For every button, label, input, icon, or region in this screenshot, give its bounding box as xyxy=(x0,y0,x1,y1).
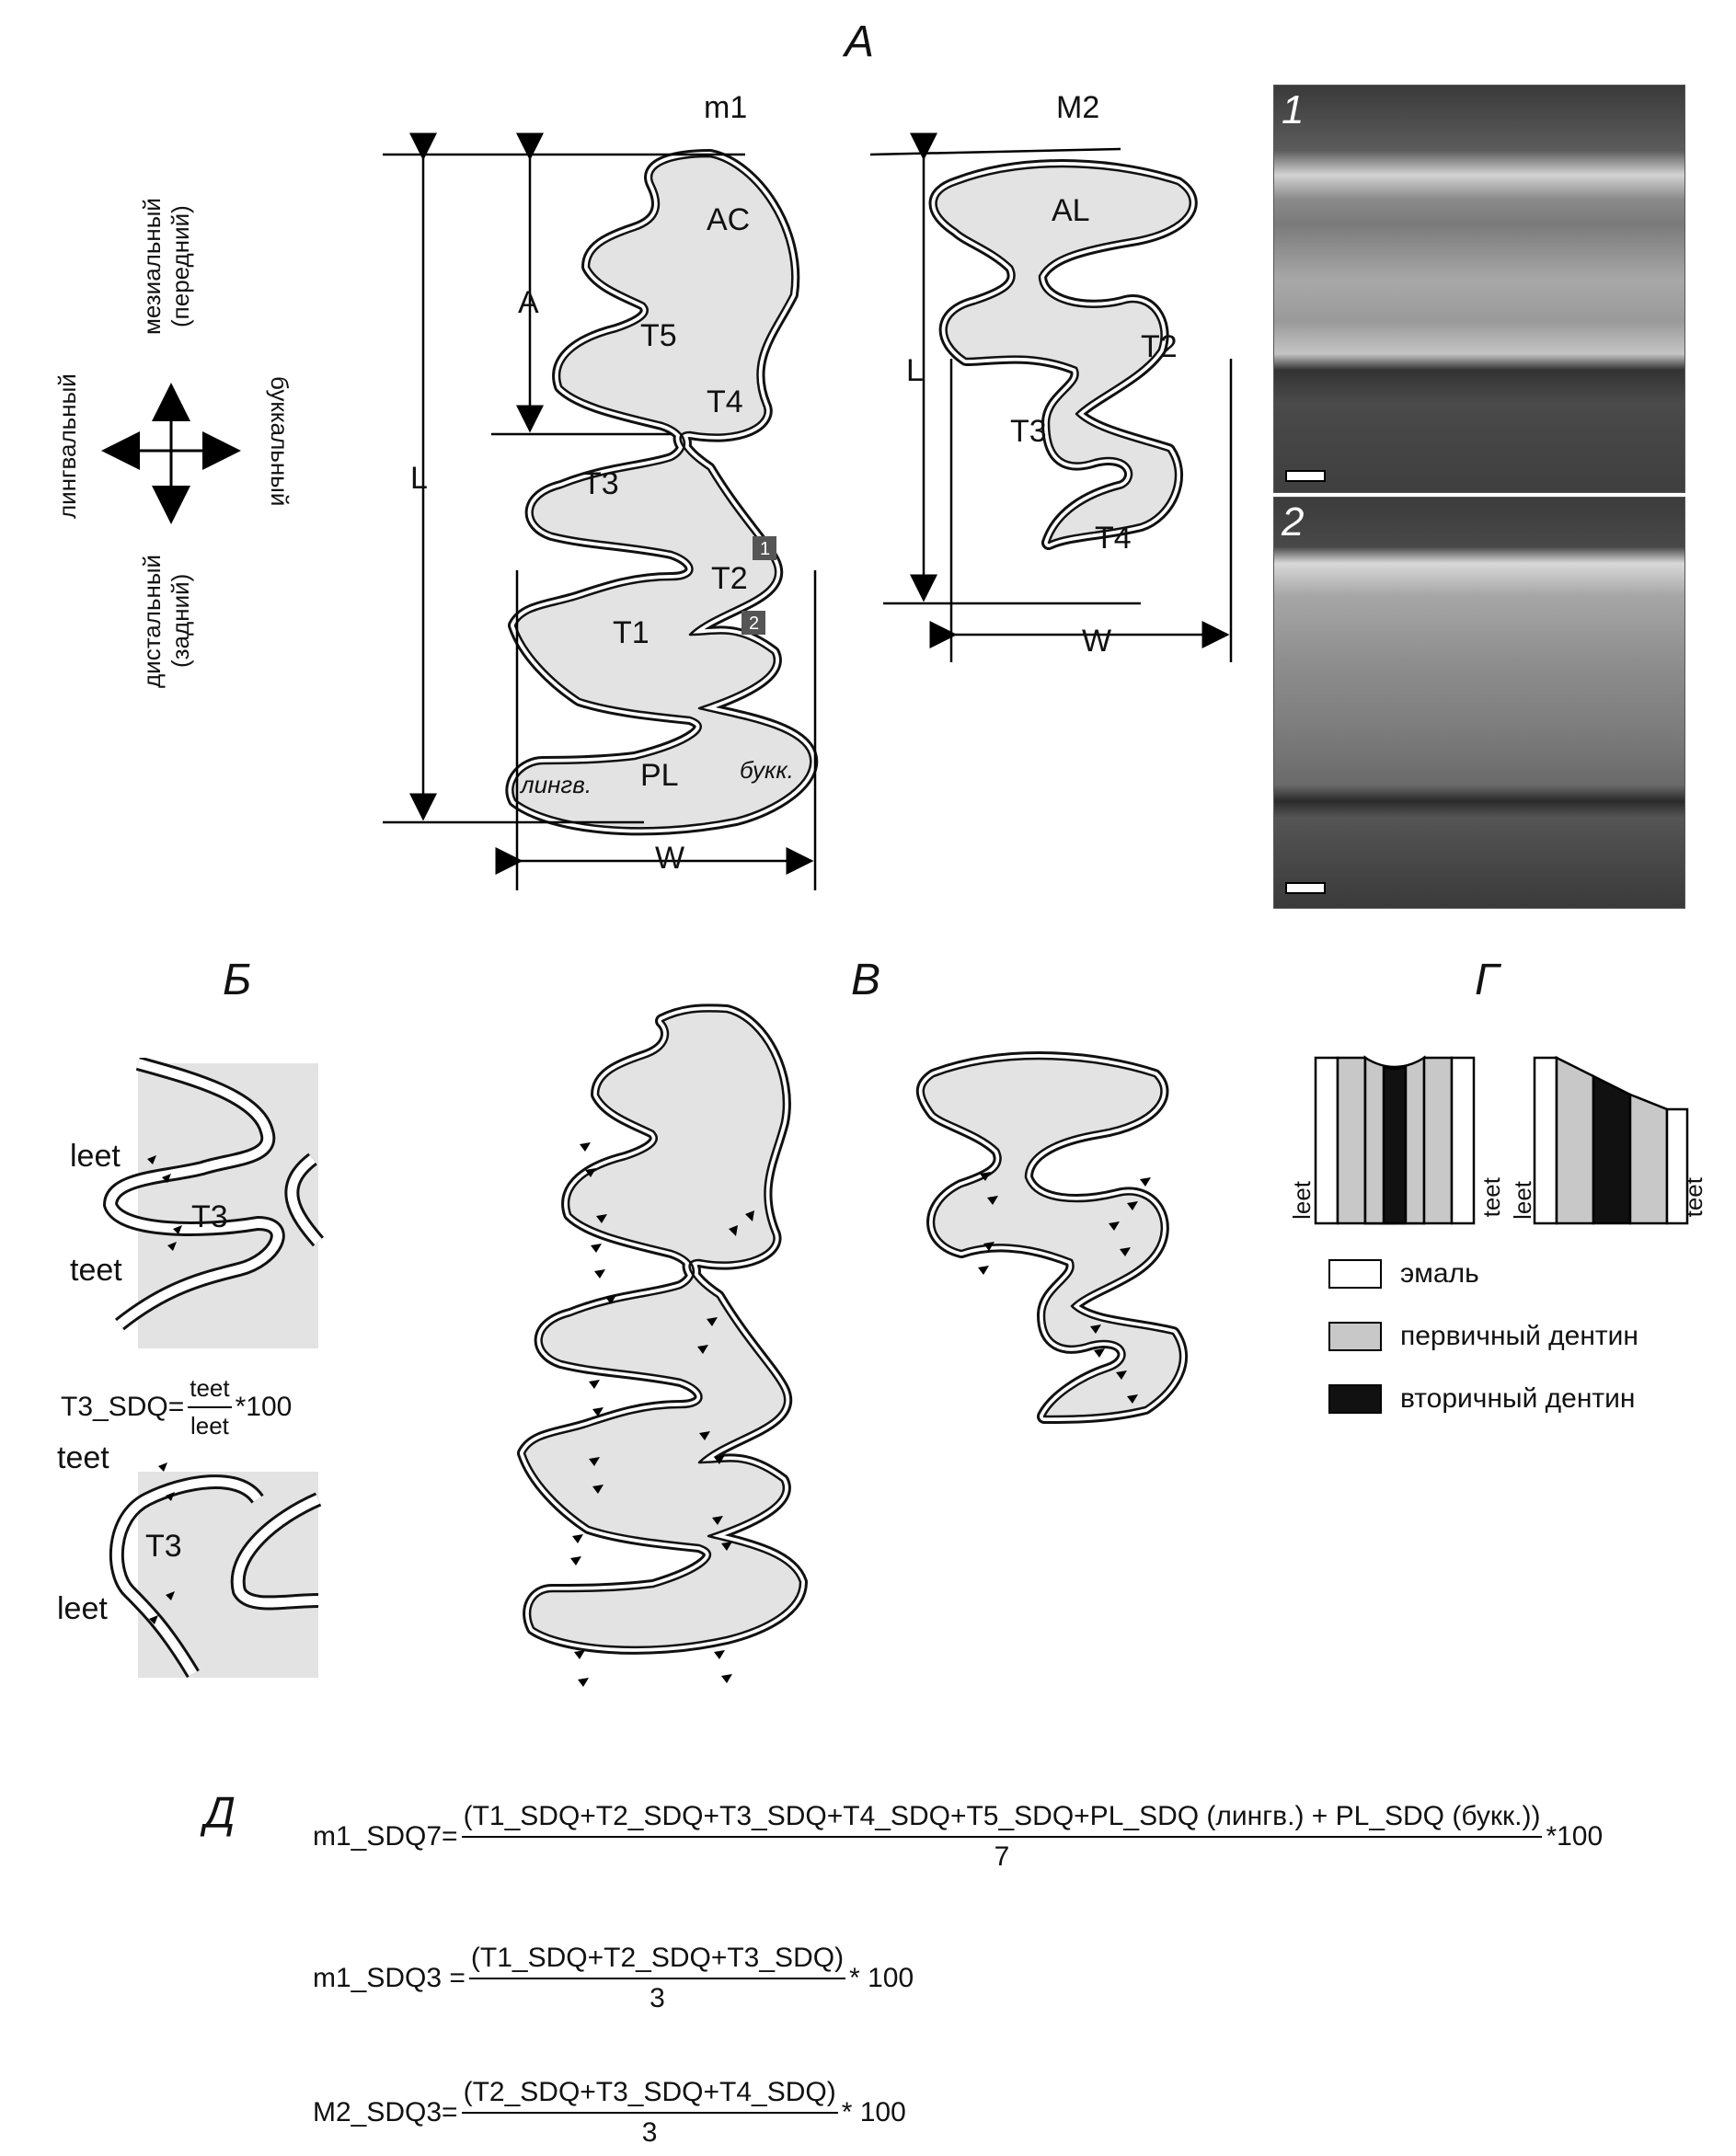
panel-label-v: В xyxy=(851,956,881,1004)
formula-m2-sdq3: M2_SDQ3= (T2_SDQ+T3_SDQ+T4_SDQ)3 * 100 xyxy=(313,2077,906,2149)
formula-rhs: *100 xyxy=(235,1392,293,1422)
m1-label-t1: T1 xyxy=(613,615,650,650)
f2-lhs: m1_SDQ3 = xyxy=(313,1963,466,1993)
enamel-schematic xyxy=(1314,1055,1689,1225)
direction-buccal: буккальный xyxy=(266,376,294,507)
m1-label-t2: T2 xyxy=(711,561,748,596)
legend-swatch-enamel xyxy=(1328,1259,1382,1289)
panel-label-a: А xyxy=(845,17,875,66)
b-bottom-t3: T3 xyxy=(145,1529,182,1564)
m1-label-pl: PL xyxy=(640,758,679,793)
m1-marker-2: 2 xyxy=(749,614,760,634)
sem-number-2: 2 xyxy=(1282,499,1305,545)
compass-arrows-icon xyxy=(101,383,241,524)
b-top-leet: leet xyxy=(70,1139,121,1174)
m1-label-t5: T5 xyxy=(640,318,677,353)
m2-label-t2: T2 xyxy=(1141,329,1178,364)
b-bottom-teet: teet xyxy=(57,1440,109,1475)
panel-label-d: Д xyxy=(204,1789,236,1838)
legend-swatch-secondary-dentine xyxy=(1328,1384,1382,1414)
f1-den: 7 xyxy=(994,1841,1010,1872)
f3-den: 3 xyxy=(641,2117,658,2148)
panel-label-g: Г xyxy=(1475,956,1500,1004)
g-right-teet-2: teet xyxy=(1680,1177,1707,1218)
formula-den: leet xyxy=(190,1412,229,1439)
formula-num: teet xyxy=(188,1374,232,1408)
direction-lingual: лингвальный xyxy=(53,373,81,519)
formula-m1-sdq3: m1_SDQ3 = (T1_SDQ+T2_SDQ+T3_SDQ) 3 * 100 xyxy=(313,1943,914,2014)
direction-distal: дистальный(задний) xyxy=(138,554,195,688)
marker-1-box xyxy=(753,536,776,560)
scale-bar-2 xyxy=(1285,882,1326,894)
sem-image-1: 1 xyxy=(1273,85,1685,493)
m1-dim-l: L xyxy=(410,461,428,496)
b-top-t3: T3 xyxy=(191,1199,228,1234)
m2-label-t4: T4 xyxy=(1095,521,1132,556)
g-left-leet-1: leet xyxy=(1288,1181,1316,1220)
f2-num: (T1_SDQ+T2_SDQ+T3_SDQ) xyxy=(468,1943,846,1979)
sem-number-1: 1 xyxy=(1282,87,1305,132)
t3-detail-bottom xyxy=(109,1462,322,1679)
m1-label-lingv: лингв. xyxy=(521,771,592,798)
m1-label-ac: AC xyxy=(707,202,751,237)
scale-bar-1 xyxy=(1285,470,1326,482)
direction-mesial: мезиальный(передний) xyxy=(138,198,195,336)
m2-label-t3: T3 xyxy=(1010,414,1047,449)
m2-dim-w: W xyxy=(1082,624,1112,659)
formula-m1-sdq7: m1_SDQ7= (T1_SDQ+T2_SDQ+T3_SDQ+T4_SDQ+T5… xyxy=(313,1801,1603,1873)
legend-item-primary-dentine: первичный дентин xyxy=(1328,1321,1638,1352)
m1-label-bukk: букк. xyxy=(740,756,794,784)
g-left-teet-1: teet xyxy=(1477,1177,1505,1218)
m2-label-al: AL xyxy=(1052,193,1090,228)
m1-dim-w: W xyxy=(655,841,685,876)
t3-detail-top xyxy=(103,1058,325,1348)
m1-label-t3: T3 xyxy=(582,466,619,501)
legend-label-enamel: эмаль xyxy=(1400,1258,1479,1289)
legend-label-primary-dentine: первичный дентин xyxy=(1400,1321,1638,1351)
m2-title: M2 xyxy=(1056,90,1100,125)
b-top-teet: teet xyxy=(70,1253,122,1288)
g-right-leet-2: leet xyxy=(1509,1181,1536,1220)
marker-2-box xyxy=(742,611,765,635)
panel-label-b: Б xyxy=(223,956,252,1004)
m1-label-t4: T4 xyxy=(707,384,743,419)
sem-image-2: 2 xyxy=(1273,497,1685,909)
m2-dim-l: L xyxy=(906,353,924,388)
t3-sdq-formula: T3_SDQ= teet leet *100 xyxy=(61,1374,292,1440)
f3-rhs: * 100 xyxy=(841,2097,906,2127)
m1-dim-a: A xyxy=(518,285,539,320)
legend-item-enamel: эмаль xyxy=(1328,1258,1479,1290)
legend-item-secondary-dentine: вторичный дентин xyxy=(1328,1383,1635,1415)
m1-title: m1 xyxy=(704,90,748,125)
m2-tooth-diagram xyxy=(869,132,1233,662)
m1-marker-1: 1 xyxy=(760,539,771,559)
f2-rhs: * 100 xyxy=(849,1963,914,1993)
f3-num: (T2_SDQ+T3_SDQ+T4_SDQ) xyxy=(461,2077,838,2114)
b-bottom-leet: leet xyxy=(57,1591,108,1626)
f2-den: 3 xyxy=(650,1983,665,2013)
m1-sdq-diagram xyxy=(517,1003,808,1687)
m1-tooth-diagram xyxy=(383,132,819,890)
legend-label-secondary-dentine: вторичный дентин xyxy=(1400,1383,1636,1414)
m2-sdq-diagram xyxy=(915,1051,1189,1424)
f3-lhs: M2_SDQ3= xyxy=(313,2097,458,2127)
orientation-compass xyxy=(46,184,322,570)
legend-swatch-primary-dentine xyxy=(1328,1322,1382,1351)
formula-lhs: T3_SDQ= xyxy=(61,1392,185,1422)
f1-rhs: *100 xyxy=(1546,1821,1604,1852)
f1-num: (T1_SDQ+T2_SDQ+T3_SDQ+T4_SDQ+T5_SDQ+PL_S… xyxy=(461,1801,1543,1838)
f1-lhs: m1_SDQ7= xyxy=(313,1821,458,1852)
